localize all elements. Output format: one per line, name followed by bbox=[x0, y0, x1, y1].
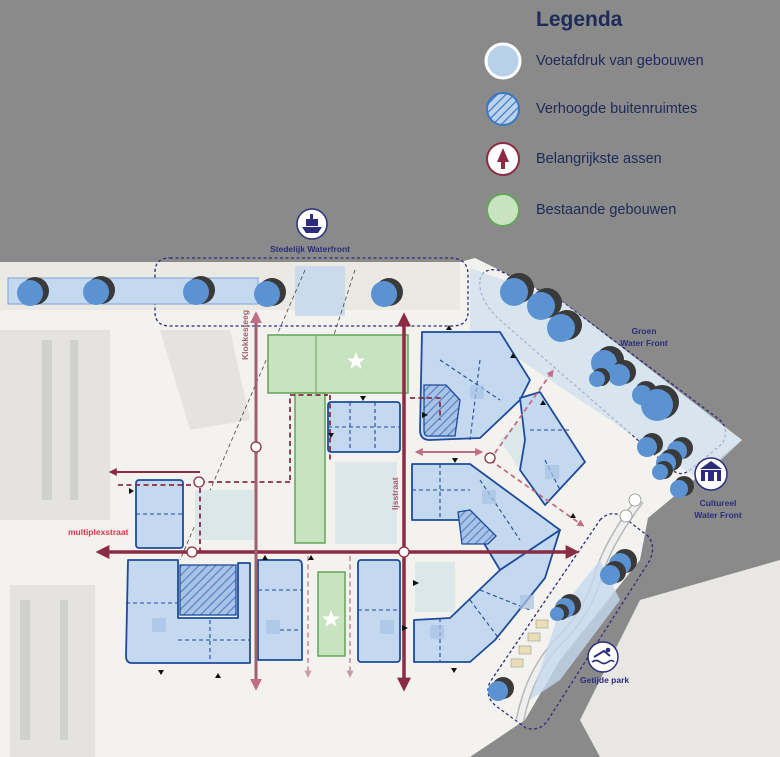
label-cultureel-line2: Water Front bbox=[694, 510, 742, 520]
light-pedestrian-routes bbox=[304, 556, 354, 678]
pink-pedestrian-routes bbox=[489, 369, 585, 527]
building-cores bbox=[152, 385, 559, 639]
legend-item-raised: Verhoogde buitenruimtes bbox=[484, 90, 697, 128]
building-subdivisions bbox=[126, 359, 570, 663]
raised-outdoor-space bbox=[457, 509, 497, 545]
waterfront-building-strip bbox=[7, 277, 259, 305]
legend-item-footprint: Voetafdruk van gebouwen bbox=[484, 42, 704, 80]
tree-row-waterfront bbox=[17, 276, 403, 307]
raised-outdoor-space-icon bbox=[486, 92, 520, 126]
bottom-right-land bbox=[580, 560, 780, 757]
cultural-pavilions bbox=[619, 493, 642, 523]
legend-item-existing: Bestaande gebouwen bbox=[484, 191, 676, 229]
label-stedelijk-waterfront: Stedelijk Waterfront bbox=[270, 244, 350, 254]
legend-label-existing: Bestaande gebouwen bbox=[536, 202, 677, 218]
ship-icon bbox=[296, 208, 328, 240]
label-ijsstraat: Ijsstraat bbox=[390, 477, 400, 510]
trees bbox=[17, 273, 694, 701]
star-icon bbox=[347, 352, 365, 369]
pedestrian-markers bbox=[186, 441, 496, 558]
building-footprint-icon bbox=[484, 42, 522, 80]
existing-building-icon bbox=[486, 193, 520, 227]
tree-row-green-front bbox=[500, 273, 694, 498]
courtyards bbox=[195, 420, 540, 612]
main-axis-arrow-icon bbox=[486, 142, 520, 176]
tidal-park-water bbox=[530, 560, 620, 700]
waterfront-pavilion bbox=[295, 266, 345, 316]
raised-outdoor-space bbox=[179, 564, 237, 616]
entrance-markers bbox=[129, 325, 576, 678]
existing-building-north bbox=[267, 334, 409, 394]
tree-row-tidal-park bbox=[488, 549, 637, 701]
label-groen-line2: Water Front bbox=[620, 338, 668, 348]
raised-outdoor-space bbox=[423, 384, 461, 437]
tidal-park-outline bbox=[487, 513, 654, 730]
label-cultureel-line1: Cultureel bbox=[699, 498, 737, 508]
park-pavilions bbox=[510, 619, 549, 668]
star-icon bbox=[322, 610, 340, 627]
legend-label-axes: Belangrijkste assen bbox=[536, 151, 662, 167]
swimmer-icon bbox=[587, 641, 619, 673]
pedestrian-routes bbox=[118, 394, 441, 552]
legend-item-axes: Belangrijkste assen bbox=[484, 140, 662, 178]
label-groen-line1: Groen bbox=[631, 326, 657, 336]
legend-label-footprint: Voetafdruk van gebouwen bbox=[536, 53, 704, 69]
existing-building-south bbox=[317, 571, 346, 657]
existing-facades bbox=[20, 340, 78, 740]
label-multiplexstraat: multiplexstraat bbox=[68, 527, 129, 537]
existing-building-center bbox=[294, 392, 326, 544]
theatre-building-icon bbox=[694, 457, 728, 491]
label-klokkesteeg: Klokkesteeg bbox=[240, 309, 250, 360]
legend-title: Legenda bbox=[536, 8, 623, 31]
main-axes bbox=[95, 312, 580, 692]
legend-label-raised: Verhoogde buitenruimtes bbox=[536, 101, 698, 117]
label-getijde-park: Getijde park bbox=[580, 675, 630, 685]
waterfront-outline bbox=[154, 257, 469, 327]
